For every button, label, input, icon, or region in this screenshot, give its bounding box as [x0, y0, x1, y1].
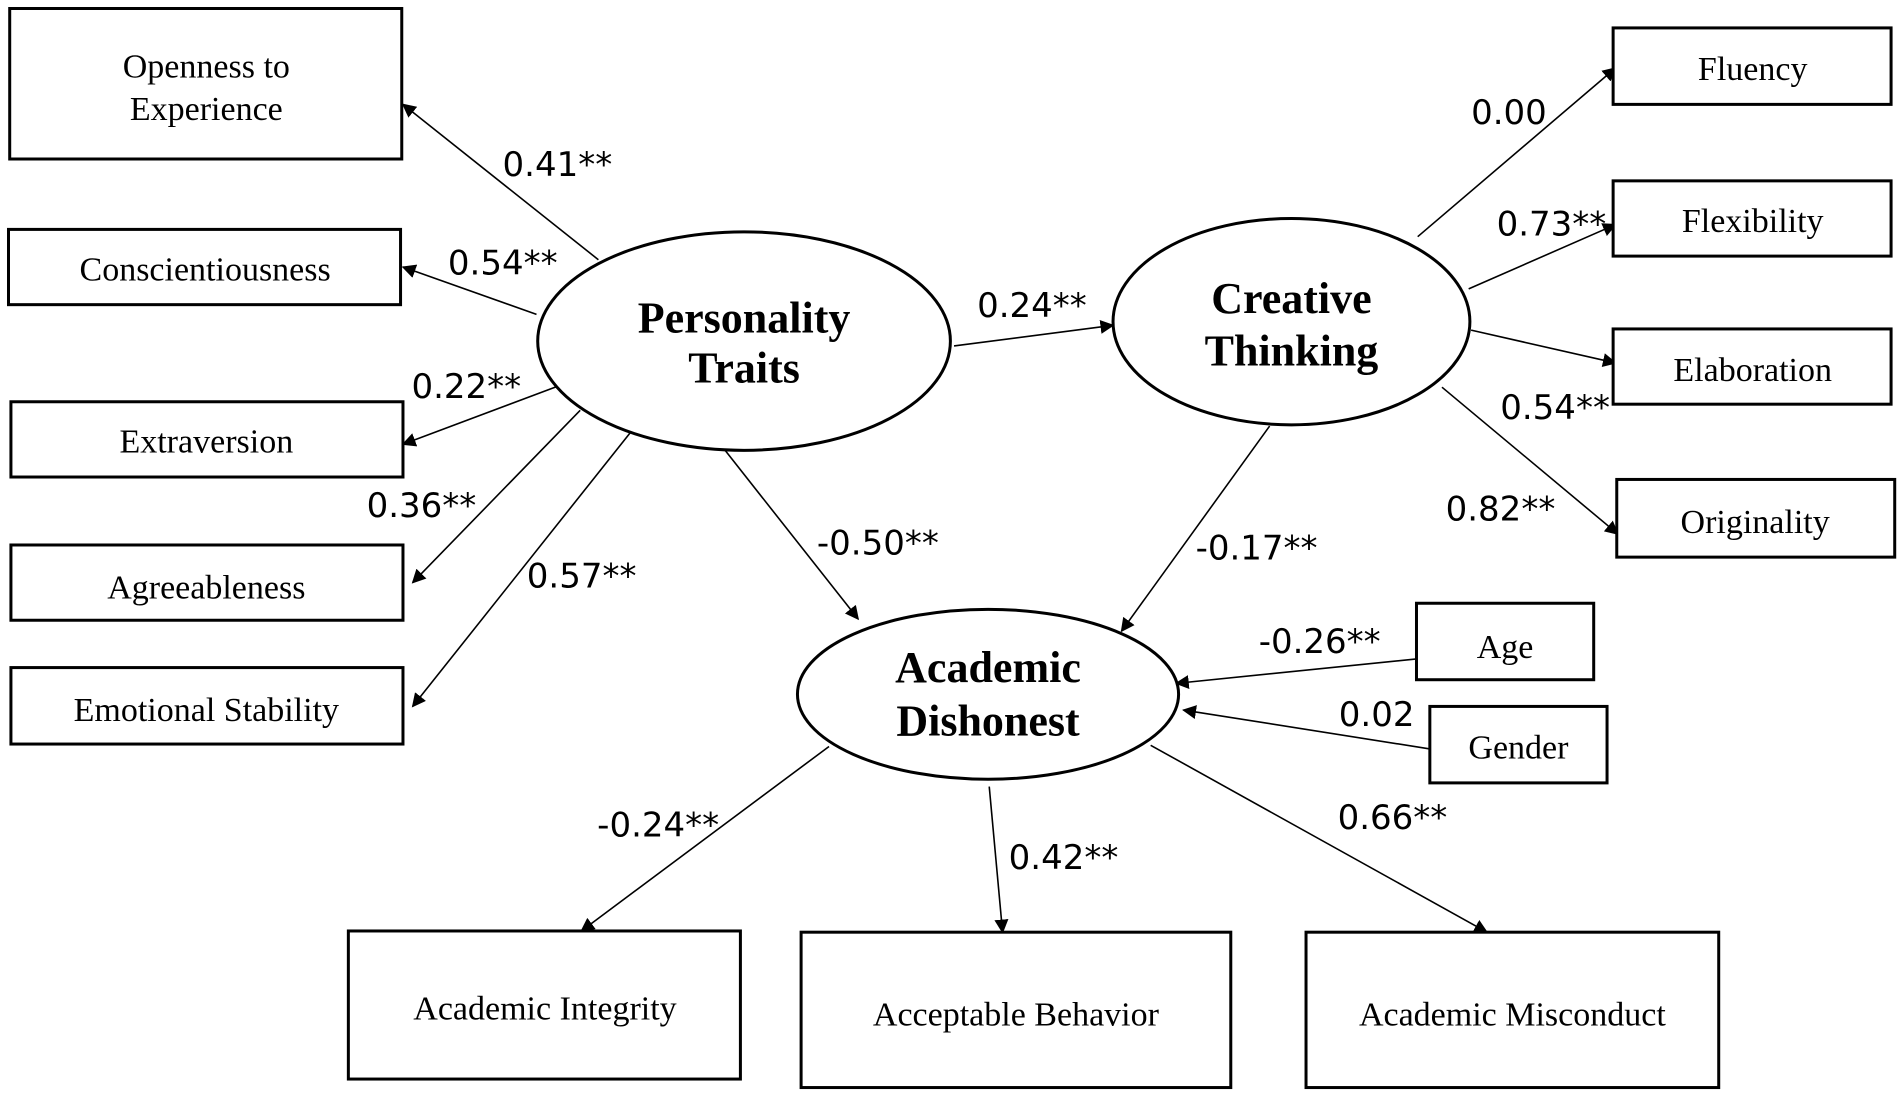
observed-label: Elaboration	[1673, 352, 1832, 389]
observed-gender: Gender	[1428, 704, 1609, 785]
observed-label: Academic Integrity	[413, 991, 676, 1028]
observed-label: Gender	[1468, 730, 1569, 767]
path-arrow-gender-dishonest	[1182, 705, 1430, 750]
path-arrow-pt-dishonest	[721, 446, 860, 621]
observed-label: Extraversion	[119, 424, 293, 461]
observed-label: Fluency	[1698, 51, 1808, 88]
coefficient-labels-layer: 0.41** 0.54** 0.22** 0.36** 0.57** 0.24** -0.5…	[367, 93, 1610, 878]
latent-label: Thinking	[1205, 326, 1379, 375]
coefficient-label-ad-integrity: -0.24**	[597, 805, 719, 845]
latent-label: Academic	[895, 643, 1081, 692]
coefficient-label-pt-emotional-stability: 0.57**	[527, 556, 637, 596]
observed-extraversion: Extraversion	[9, 400, 405, 479]
path-arrow-pt-emotional-stability	[411, 427, 635, 708]
observed-box	[1611, 179, 1893, 258]
observed-originality: Originality	[1615, 477, 1897, 559]
latent-label: Personality	[638, 294, 851, 343]
coefficient-label-pt-extraversion: 0.22**	[411, 367, 521, 407]
latent-ellipse	[536, 230, 952, 452]
latent-label: Dishonest	[896, 697, 1080, 746]
observed-agreeableness: Agreeableness	[9, 543, 405, 622]
observed-box	[1304, 930, 1721, 1090]
observed-label: Experience	[130, 91, 283, 128]
observed-box	[9, 666, 405, 746]
path-arrow-ct-flexibility	[1468, 223, 1617, 290]
observed-flexibility: Flexibility	[1611, 179, 1893, 258]
observed-elaboration: Elaboration	[1611, 327, 1893, 406]
observed-fluency: Fluency	[1611, 26, 1893, 106]
observed-label: Acceptable Behavior	[873, 997, 1160, 1034]
observed-box	[6, 227, 403, 307]
observed-box	[1611, 26, 1893, 106]
observed-box	[9, 400, 405, 479]
observed-label: Agreeableness	[107, 569, 305, 606]
coefficient-label-ad-misconduct: 0.66**	[1338, 798, 1448, 838]
observed-label: Originality	[1681, 504, 1830, 541]
coefficient-label-ct-fluency: 0.00	[1471, 93, 1547, 133]
path-arrow-pt-creative	[953, 319, 1115, 347]
latent-ellipse	[1111, 216, 1472, 427]
observed-box	[1414, 601, 1596, 682]
coefficient-label-ct-flexibility: 0.73**	[1497, 204, 1607, 244]
observed-acceptable-behavior: Acceptable Behavior	[799, 930, 1233, 1090]
observed-label: Emotional Stability	[74, 692, 339, 729]
path-arrow-pt-openness	[401, 103, 599, 261]
observed-academic-misconduct: Academic Misconduct	[1304, 930, 1721, 1090]
latent-label: Creative	[1211, 274, 1371, 323]
observed-box	[1615, 477, 1897, 559]
path-arrow-pt-conscientiousness	[401, 264, 537, 316]
path-arrow-pt-agreeableness	[411, 409, 581, 584]
path-arrow-pt-extraversion	[401, 385, 559, 447]
coefficient-label-ad-acceptable: 0.42**	[1009, 838, 1119, 878]
observed-box	[1428, 704, 1609, 785]
observed-academic-integrity: Academic Integrity	[346, 929, 742, 1081]
observed-age: Age	[1414, 601, 1596, 682]
observed-box	[799, 930, 1233, 1090]
path-arrow-ct-fluency	[1417, 67, 1617, 238]
path-arrow-ad-acceptable	[988, 786, 1009, 934]
path-arrow-ad-misconduct	[1150, 744, 1489, 933]
observed-box	[1611, 327, 1893, 406]
observed-box	[9, 543, 405, 622]
observed-label: Flexibility	[1682, 203, 1824, 240]
observed-label: Conscientiousness	[80, 251, 331, 288]
observed-label: Openness to	[123, 49, 290, 86]
coefficient-label-pt-openness: 0.41**	[503, 145, 613, 185]
observed-conscientiousness: Conscientiousness	[6, 227, 403, 307]
observed-emotional-stability: Emotional Stability	[9, 666, 405, 746]
path-arrow-age-dishonest	[1174, 658, 1416, 690]
path-arrow-ct-dishonest	[1120, 425, 1271, 633]
coefficient-label-pt-dishonest: -0.50**	[817, 524, 939, 564]
coefficient-label-ct-originality: 0.82**	[1446, 490, 1556, 530]
edges-layer	[401, 67, 1620, 934]
observed-box	[346, 929, 742, 1081]
coefficient-label-pt-conscientiousness: 0.54**	[448, 243, 558, 283]
coefficient-label-pt-creative: 0.24**	[977, 286, 1087, 326]
coefficient-label-pt-agreeableness: 0.36**	[367, 486, 477, 526]
path-arrow-ad-integrity	[580, 745, 830, 932]
path-arrow-ct-elaboration	[1470, 329, 1617, 367]
observed-openness: Openness to Experience	[8, 6, 404, 161]
observed-label: Academic Misconduct	[1359, 997, 1666, 1034]
observed-label: Age	[1477, 629, 1534, 666]
observed-box	[8, 6, 404, 161]
coefficient-label-age-dishonest: -0.26**	[1259, 622, 1381, 662]
path-arrow-ct-originality	[1441, 386, 1620, 535]
latent-label: Traits	[688, 343, 800, 392]
coefficient-label-gender-dishonest: 0.02	[1339, 695, 1415, 735]
coefficient-label-ct-elaboration: 0.54**	[1500, 388, 1610, 428]
coefficient-label-ct-dishonest: -0.17**	[1196, 529, 1318, 569]
latent-ellipse	[795, 607, 1181, 781]
